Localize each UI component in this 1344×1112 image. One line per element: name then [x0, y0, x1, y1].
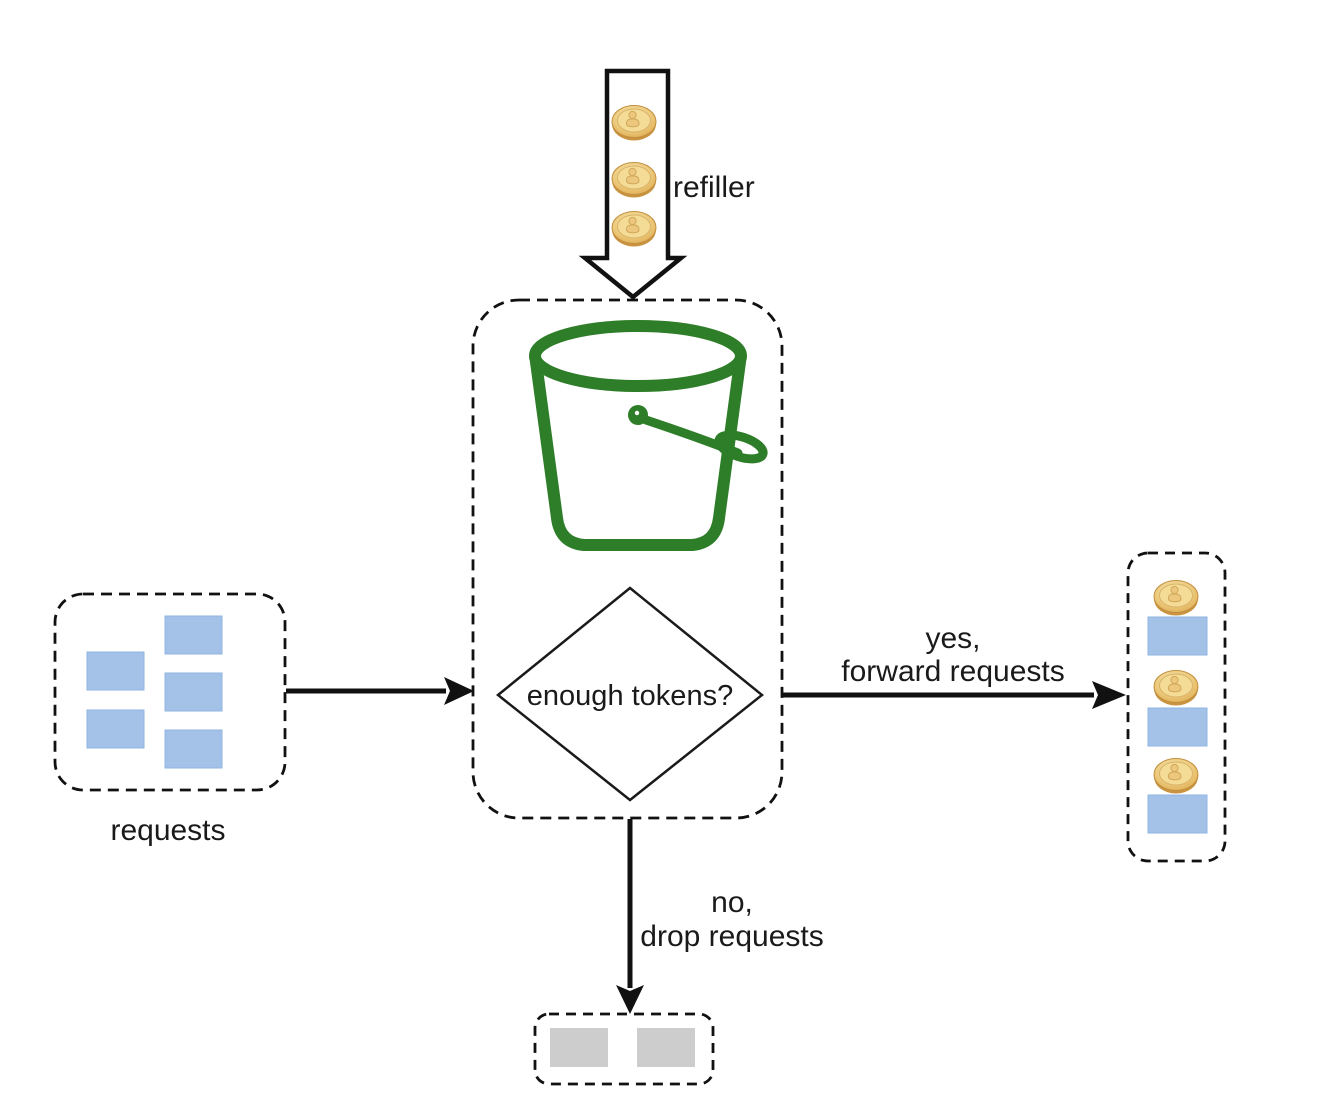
decision-label: enough tokens?	[527, 680, 733, 712]
token-coin-icon	[611, 162, 657, 198]
no-label-line1: no,	[711, 886, 753, 919]
bucket-handle-pivot-dot	[634, 410, 640, 416]
forwarded-request-block	[1147, 616, 1208, 656]
bucket-icon	[529, 320, 768, 551]
refiller-arrow-icon	[578, 68, 688, 300]
token-coin-icon	[611, 105, 657, 141]
forwarded-request-block	[1147, 794, 1208, 834]
token-coin-icon	[611, 211, 657, 247]
token-coin-icon	[1153, 670, 1199, 706]
requests-box	[53, 592, 287, 792]
forwarded-request-block	[1147, 707, 1208, 747]
yes-arrow	[783, 681, 1126, 709]
dropped-request-block	[550, 1028, 608, 1067]
bucket-container-box	[471, 298, 784, 820]
dropped-request-block	[637, 1028, 695, 1067]
no-label-line2: drop requests	[640, 920, 823, 953]
decision-diamond	[496, 586, 764, 802]
no-arrow	[616, 819, 644, 1014]
incoming-arrow	[286, 677, 474, 705]
yes-label-line1: yes,	[925, 622, 980, 655]
bucket-rim	[529, 320, 747, 392]
token-coin-icon	[1153, 580, 1199, 616]
yes-label-line2: forward requests	[841, 655, 1064, 688]
request-block	[164, 729, 223, 769]
no-arrowhead	[616, 985, 644, 1014]
forwarded-box	[1126, 551, 1227, 863]
dropped-requests-group	[533, 1012, 715, 1086]
dropped-box	[533, 1012, 715, 1086]
request-block	[164, 615, 223, 655]
token-coin-icon	[1153, 758, 1199, 794]
incoming-requests-group: requests	[53, 592, 287, 847]
bucket-handle-pivot	[628, 405, 648, 425]
request-block	[86, 709, 145, 749]
request-block	[86, 651, 145, 691]
requests-label: requests	[110, 814, 225, 847]
request-block	[164, 672, 223, 712]
forwarded-requests-group	[1126, 551, 1227, 863]
refiller-label: refiller	[673, 171, 755, 204]
incoming-arrowhead	[444, 677, 474, 705]
bucket-body	[530, 356, 746, 551]
bucket-handle-loop	[714, 430, 768, 464]
yes-arrowhead	[1092, 681, 1126, 709]
